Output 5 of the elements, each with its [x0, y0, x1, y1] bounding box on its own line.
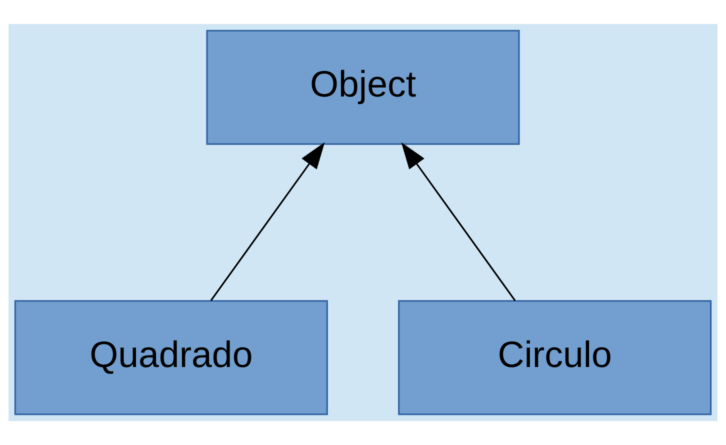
node-box: Quadrado: [14, 300, 328, 416]
node-box: Object: [206, 30, 520, 145]
arrow: [401, 142, 516, 302]
arrow: [210, 142, 325, 302]
node-box: Circulo: [398, 300, 712, 416]
